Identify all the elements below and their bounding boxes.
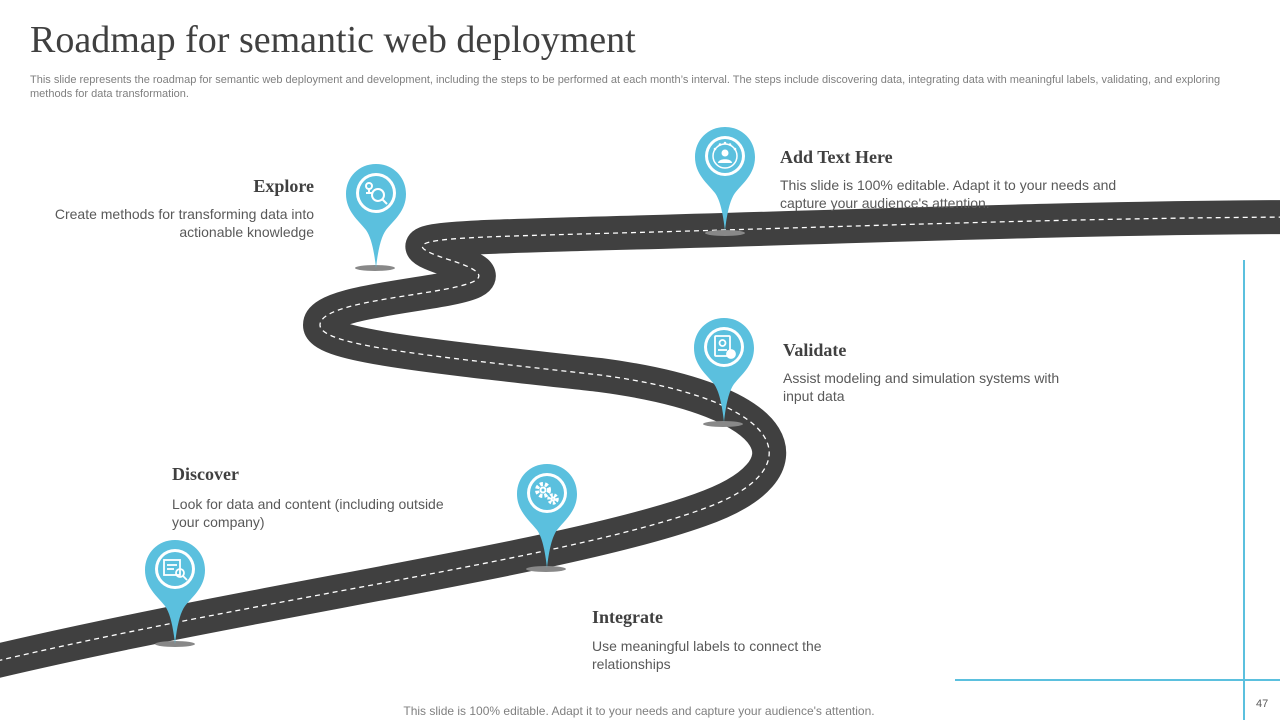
step-title-add-text: Add Text Here [780, 147, 893, 167]
pin-shadow [705, 230, 745, 236]
step-description-add-text: This slide is 100% editable. Adapt it to… [780, 177, 1117, 211]
slide-footer: This slide is 100% editable. Adapt it to… [0, 704, 1280, 718]
accent-horizontal-line [955, 679, 1280, 681]
location-pin [694, 318, 754, 422]
gears-icon [535, 482, 559, 505]
step-description-discover: Look for data and content (including out… [172, 496, 444, 530]
location-pin [145, 540, 205, 644]
location-pin [695, 127, 755, 231]
location-pin [517, 464, 577, 568]
pin-shadow [703, 421, 743, 427]
data-search-icon [163, 559, 188, 581]
step-title-discover: Discover [172, 464, 239, 484]
slide-title: Roadmap for semantic web deployment [30, 19, 636, 61]
pin-shadow [526, 566, 566, 572]
step-description-explore: Create methods for transforming data int… [54, 206, 314, 240]
accent-vertical-line [1243, 260, 1245, 720]
page-number: 47 [1256, 698, 1269, 710]
step-title-validate: Validate [783, 340, 847, 360]
verified-document-icon [714, 335, 736, 359]
road-center-line [0, 216, 1280, 661]
user-stars-icon [712, 141, 738, 169]
step-description-validate: Assist modeling and simulation systems w… [783, 370, 1060, 404]
step-title-explore: Explore [253, 176, 314, 196]
slide-subtitle: This slide represents the roadmap for se… [30, 74, 1221, 100]
pin-shadow [355, 265, 395, 271]
magnifier-explore-icon [365, 182, 388, 205]
location-pin [346, 164, 406, 268]
step-title-integrate: Integrate [592, 607, 663, 627]
footer-text: This slide is 100% editable. Adapt it to… [403, 704, 875, 718]
step-description-integrate: Use meaningful labels to connect the rel… [592, 638, 822, 672]
